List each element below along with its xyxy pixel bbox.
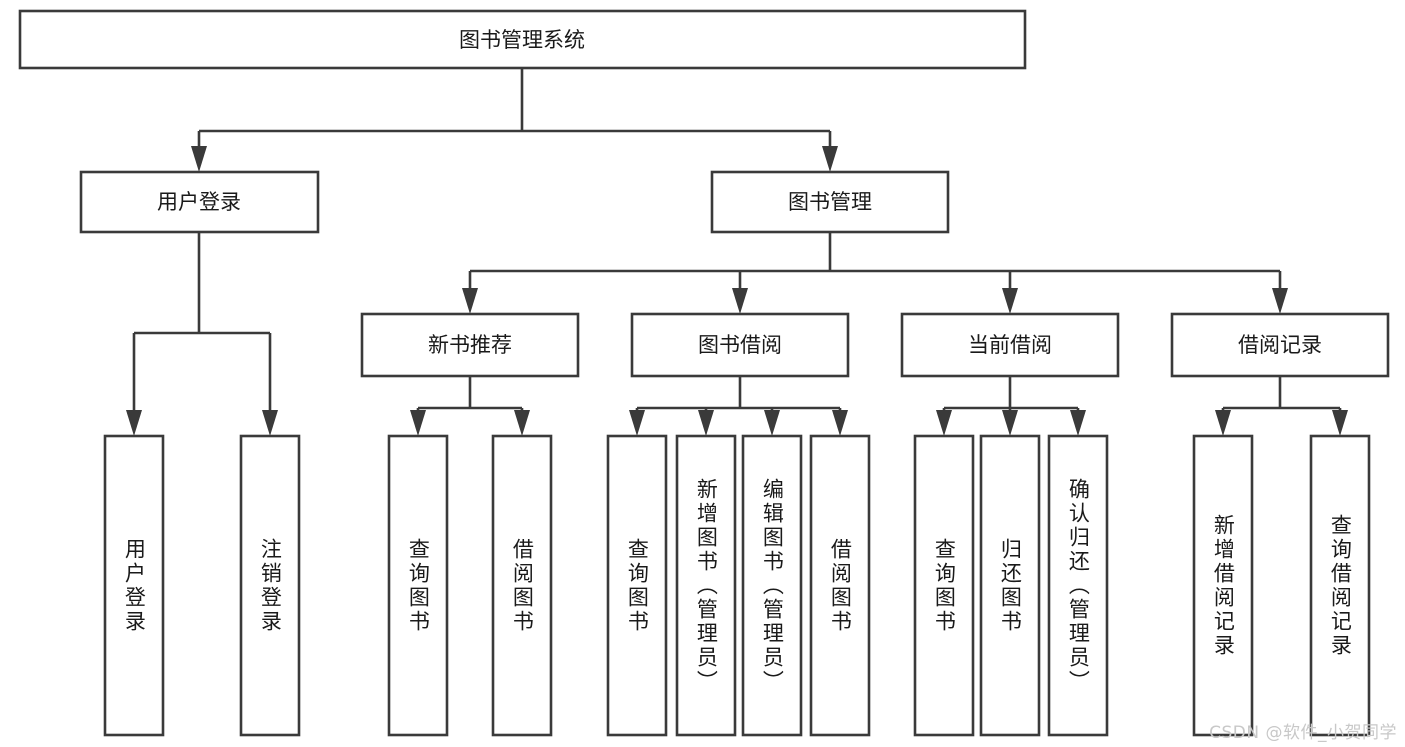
arrow-head-user-login — [191, 146, 207, 172]
connector-group-user-login — [126, 232, 278, 436]
arrow-head-leaf-user-login — [126, 410, 142, 436]
node-box-leaf-query-book-2[interactable] — [606, 434, 668, 737]
node-label-root: 图书管理系统 — [459, 28, 585, 52]
arrow-head-leaf-add-book-admin — [698, 410, 714, 436]
csdn-watermark: CSDN @软件_小贺同学 — [1209, 723, 1397, 743]
connector-group-root — [191, 68, 838, 172]
arrow-head-current-borrow — [1002, 288, 1018, 314]
connector-group-new-book-recommend — [410, 376, 530, 436]
node-box-leaf-borrow-book-1[interactable] — [491, 434, 553, 737]
arrow-head-leaf-user-logout — [262, 410, 278, 436]
node-box-leaf-add-book-admin[interactable] — [675, 434, 737, 737]
arrow-head-new-book-recommend — [462, 288, 478, 314]
node-box-leaf-query-book-3[interactable] — [913, 434, 975, 737]
node-box-borrow-record[interactable] — [1170, 312, 1390, 378]
arrow-head-leaf-borrow-book-1 — [514, 410, 530, 436]
connector-group-current-borrow — [936, 376, 1086, 436]
node-box-leaf-user-logout[interactable] — [239, 434, 301, 737]
arrow-head-leaf-return-book — [1002, 410, 1018, 436]
node-box-leaf-return-book[interactable] — [979, 434, 1041, 737]
connector-group-book-management — [462, 232, 1288, 314]
node-box-leaf-edit-book-admin[interactable] — [741, 434, 803, 737]
node-label-book-borrow: 图书借阅 — [698, 333, 782, 357]
node-box-book-management[interactable] — [710, 170, 950, 234]
connector-group-book-borrow — [629, 376, 848, 436]
node-box-user-login[interactable] — [79, 170, 320, 234]
connector-group-borrow-record — [1215, 376, 1348, 436]
node-box-root[interactable] — [18, 9, 1027, 70]
node-label-new-book-recommend: 新书推荐 — [428, 333, 512, 357]
node-box-leaf-user-login[interactable] — [103, 434, 165, 737]
arrow-head-leaf-edit-book-admin — [764, 410, 780, 436]
arrow-head-leaf-borrow-book-2 — [832, 410, 848, 436]
arrow-head-borrow-record — [1272, 288, 1288, 314]
arrow-head-leaf-confirm-return-admin — [1070, 410, 1086, 436]
node-box-leaf-add-borrow-record[interactable] — [1192, 434, 1254, 737]
node-box-new-book-recommend[interactable] — [360, 312, 580, 378]
node-box-leaf-confirm-return-admin[interactable] — [1047, 434, 1109, 737]
node-label-borrow-record: 借阅记录 — [1238, 333, 1322, 357]
arrow-head-book-management — [822, 146, 838, 172]
node-label-book-management: 图书管理 — [788, 190, 872, 214]
node-box-leaf-query-borrow-record[interactable] — [1309, 434, 1371, 737]
node-box-current-borrow[interactable] — [900, 312, 1120, 378]
arrow-head-leaf-add-borrow-record — [1215, 410, 1231, 436]
arrow-head-leaf-query-book-1 — [410, 410, 426, 436]
node-label-user-login: 用户登录 — [157, 190, 241, 214]
arrow-head-book-borrow — [732, 288, 748, 314]
node-box-leaf-borrow-book-2[interactable] — [809, 434, 871, 737]
arrow-head-leaf-query-book-3 — [936, 410, 952, 436]
arrow-head-leaf-query-borrow-record — [1332, 410, 1348, 436]
arrow-head-leaf-query-book-2 — [629, 410, 645, 436]
node-label-current-borrow: 当前借阅 — [968, 333, 1052, 357]
node-box-book-borrow[interactable] — [630, 312, 850, 378]
node-box-leaf-query-book-1[interactable] — [387, 434, 449, 737]
